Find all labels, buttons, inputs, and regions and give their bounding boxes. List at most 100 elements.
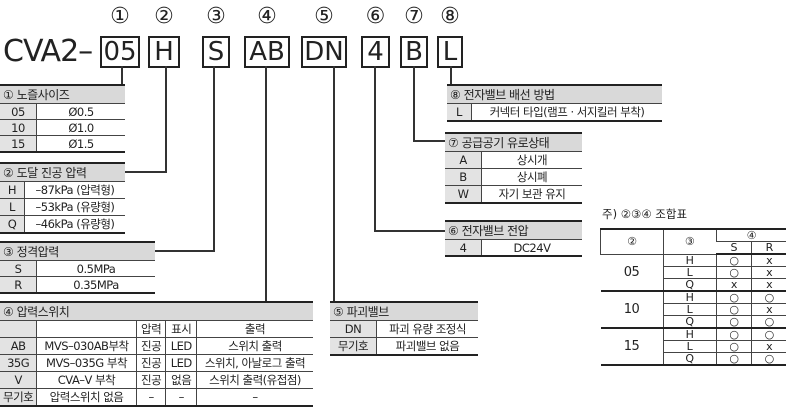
combo-row: L○x — [601, 303, 786, 316]
vacuum-code: Q — [662, 278, 716, 292]
option-value: MVS–035G 부착 — [36, 354, 137, 372]
option-value: DC24V — [481, 239, 582, 257]
connector-8 — [450, 66, 452, 86]
option-code: 15 — [0, 135, 37, 153]
option-code: H — [0, 181, 25, 199]
availability-mark: x — [751, 254, 786, 267]
availability-mark: ○ — [751, 328, 786, 341]
table-row: Q–46kPa (유량형) — [0, 215, 125, 234]
option-value: 없음 — [165, 371, 197, 389]
connector-1 — [121, 66, 123, 86]
option-code: S — [0, 260, 37, 277]
option-value: MVS–030AB부착 — [36, 337, 137, 355]
option-value: Ø0.5 — [36, 103, 125, 120]
option-value: –46kPa (유량형) — [24, 215, 125, 234]
code-segment-box: DN — [301, 36, 347, 68]
table-title: ④ 압력스위치 — [0, 301, 313, 321]
vacuum-code: L — [662, 303, 716, 316]
option-value: CVA–V 부착 — [36, 371, 137, 389]
option-value: 파괴밸브 없음 — [376, 337, 478, 356]
nozzle-size: 10 — [600, 291, 663, 329]
option-value: 스위치 출력(유접점) — [196, 371, 313, 389]
code-segment-box: 05 — [100, 36, 140, 68]
code-segment-box: L — [437, 36, 463, 68]
option-code: W — [445, 185, 482, 204]
option-value: 진공 — [135, 337, 166, 355]
option-value: 파괴 유량 조정식 — [376, 320, 478, 338]
connector-3h — [155, 250, 215, 252]
connector-7 — [413, 66, 415, 142]
availability-mark: ○ — [751, 352, 786, 366]
vacuum-code: H — [662, 254, 716, 267]
segment-number: ⑦ — [404, 4, 424, 29]
col-3: ③ — [662, 228, 716, 255]
combination-table-note: 주) ②③④ 조합표 — [602, 207, 688, 221]
availability-mark: x — [751, 303, 786, 316]
table-title: ① 노즐사이즈 — [0, 84, 125, 104]
availability-mark: x — [751, 278, 786, 292]
availability-mark: ○ — [715, 315, 752, 329]
combo-row: L○x — [601, 266, 786, 279]
availability-mark: ○ — [715, 352, 752, 366]
vacuum-code: H — [662, 291, 716, 304]
vacuum-code: Q — [662, 315, 716, 329]
option-value: 상시개 — [481, 151, 582, 169]
option-value: –53kPa (유량형) — [24, 198, 125, 216]
option-code: L — [0, 198, 25, 216]
availability-mark: ○ — [715, 328, 752, 341]
connector-6 — [374, 66, 376, 232]
table-title: ⑦ 공급공기 유로상태 — [445, 132, 582, 152]
option-code: 무기호 — [0, 388, 37, 407]
segment-number: ② — [154, 4, 174, 29]
segment-number: ⑤ — [314, 4, 334, 29]
code-segment-box: 4 — [361, 36, 390, 68]
availability-mark: ○ — [715, 291, 752, 304]
column-header — [36, 320, 137, 338]
segment-number: ⑧ — [440, 4, 460, 29]
col-2: ② — [600, 228, 663, 255]
table-title: ⑥ 전자밸브 전압 — [445, 220, 582, 240]
column-header: 표시 — [165, 320, 197, 338]
option-value: LED — [165, 337, 197, 355]
option-value: – — [165, 388, 197, 407]
option-code: 35G — [0, 354, 37, 372]
col-4: ④ — [715, 228, 786, 242]
availability-mark: ○ — [715, 340, 752, 353]
segment-number: ③ — [206, 4, 226, 29]
code-segment-box: AB — [244, 36, 290, 68]
column-header: 출력 — [196, 320, 313, 338]
connector-7h — [413, 140, 445, 142]
availability-mark: x — [715, 278, 752, 292]
combo-row: Q○○ — [601, 352, 786, 366]
code-segment-box: S — [202, 36, 230, 68]
connector-4 — [265, 66, 267, 302]
availability-mark: ○ — [715, 303, 752, 316]
option-value: Ø1.5 — [36, 135, 125, 153]
option-value: 스위치 출력 — [196, 337, 313, 355]
column-header — [0, 320, 37, 338]
table-title: ③ 정격압력 — [0, 241, 155, 261]
option-code: AB — [0, 337, 37, 355]
availability-mark: x — [751, 266, 786, 279]
code-segment-box: H — [148, 36, 180, 68]
option-code: A — [445, 151, 482, 169]
